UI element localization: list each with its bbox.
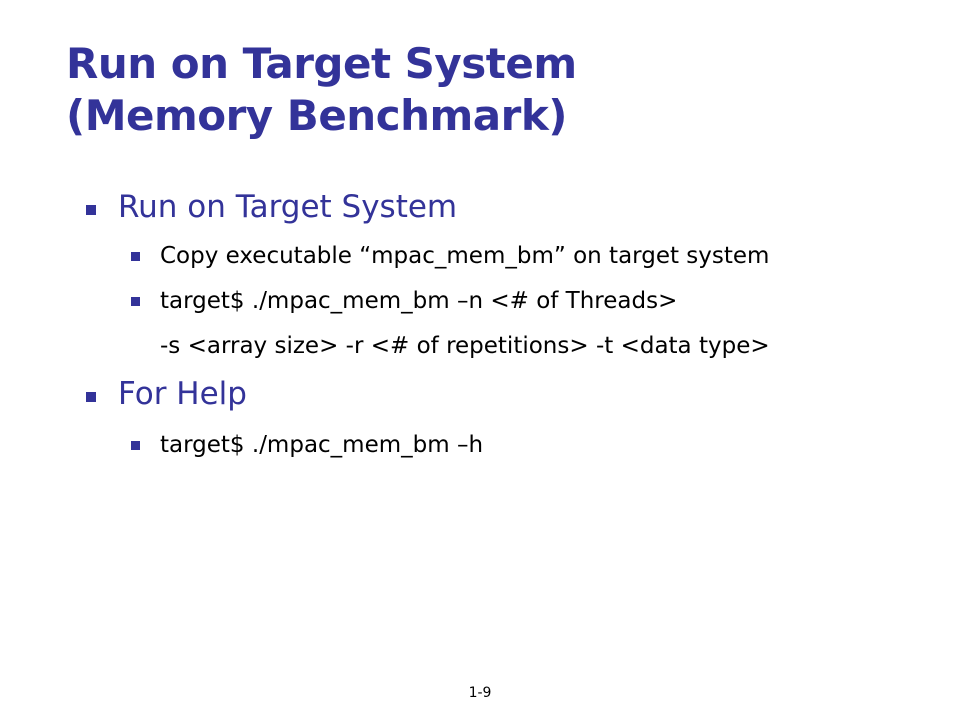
square-bullet-icon [86, 205, 96, 215]
slide-title: Run on Target System (Memory Benchmark) [66, 38, 926, 142]
bullet-for-help: For Help [118, 376, 247, 412]
slide-title-line-2: (Memory Benchmark) [66, 91, 567, 140]
square-bullet-icon [131, 441, 140, 450]
slide-title-line-1: Run on Target System [66, 39, 577, 88]
bullet-run-on-target: Run on Target System [118, 189, 458, 225]
square-bullet-icon [131, 252, 140, 261]
sub-bullet-copy-executable: Copy executable “mpac_mem_bm” on target … [160, 243, 770, 269]
page-number: 1-9 [468, 685, 492, 701]
square-bullet-icon [131, 297, 140, 306]
sub-bullet-run-command-continued: -s <array size> -r <# of repetitions> -t… [160, 333, 770, 359]
square-bullet-icon [86, 392, 96, 402]
sub-bullet-help-command: target$ ./mpac_mem_bm –h [160, 432, 484, 458]
sub-bullet-run-command: target$ ./mpac_mem_bm –n <# of Threads> [160, 288, 678, 314]
